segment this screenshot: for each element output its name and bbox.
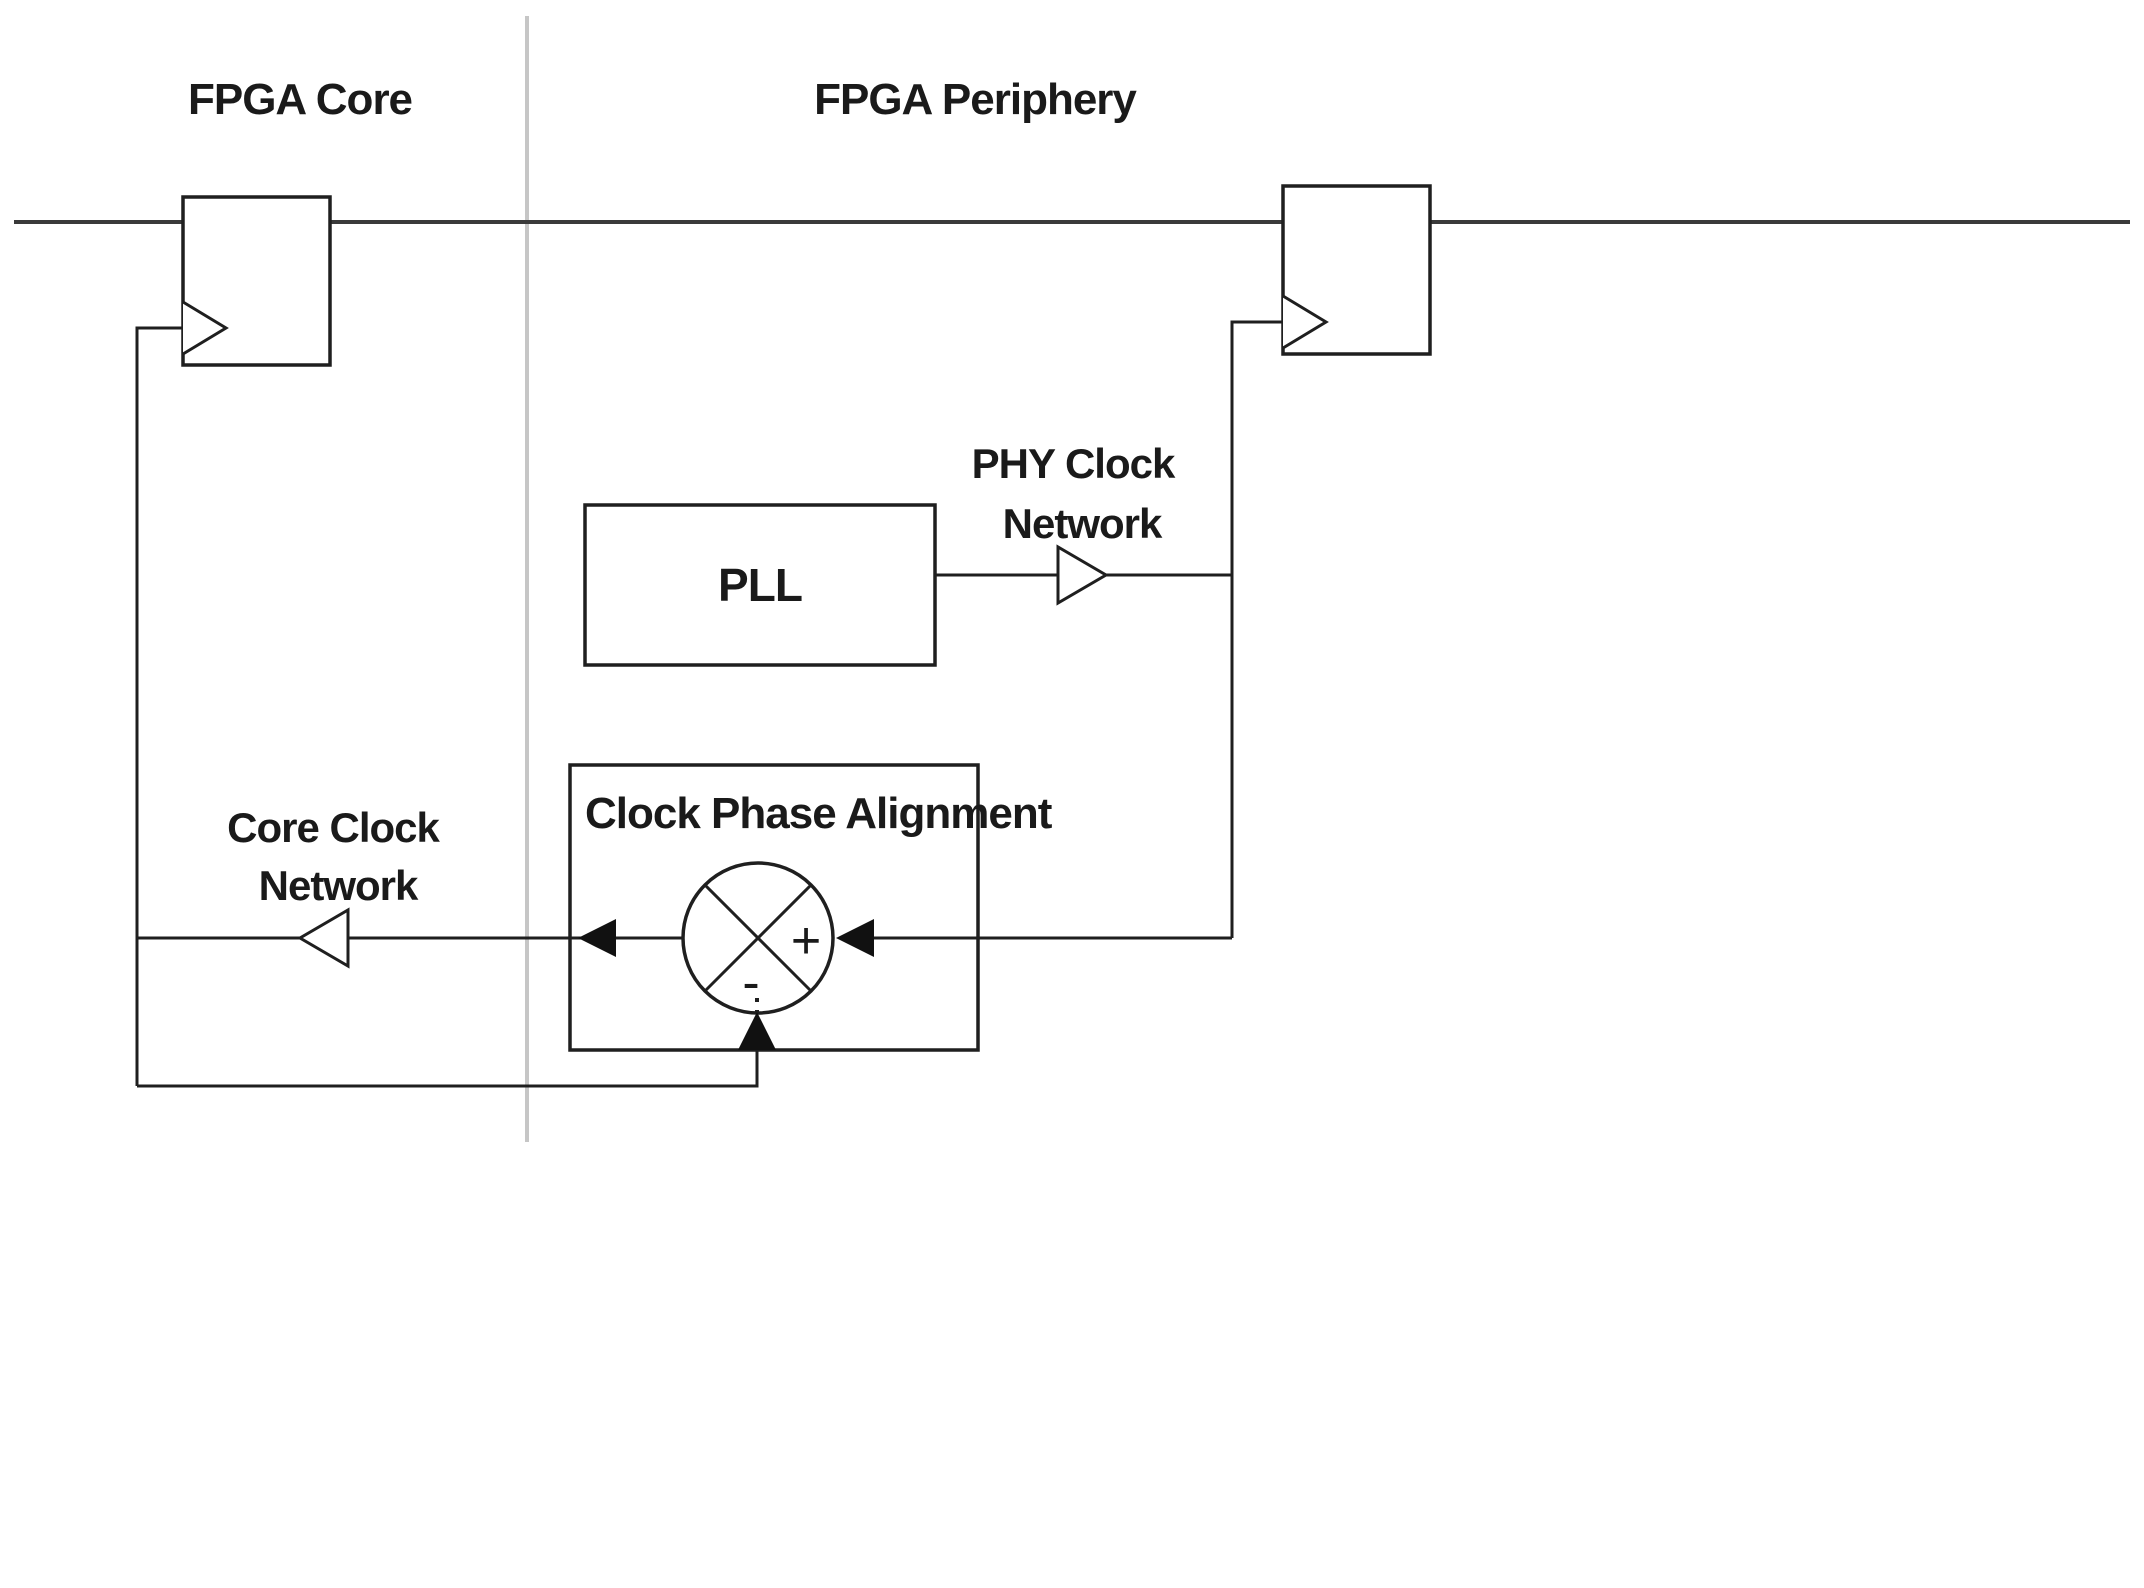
pll-label: PLL <box>718 559 802 611</box>
phy-clock-network-label-line1: PHY Clock <box>972 440 1176 487</box>
minus-feedback-wire <box>137 1044 759 1088</box>
minus-sign: - <box>742 954 759 1012</box>
periphery-register-clock-triangle-icon <box>1282 294 1329 350</box>
phy-clock-network-label-line2: Network <box>1003 500 1163 547</box>
pll-block <box>583 503 937 667</box>
fpga-core-label: FPGA Core <box>188 75 412 124</box>
core-clock-buffer-icon <box>297 907 350 969</box>
core-clock-network-label-line1: Core Clock <box>227 804 440 851</box>
core-clock-network-label-line2: Network <box>259 862 419 909</box>
minus-input-arrowhead-icon <box>738 1012 776 1050</box>
fpga-periphery-label: FPGA Periphery <box>814 75 1137 124</box>
clock-phase-alignment-label: Clock Phase Alignment <box>585 789 1053 838</box>
plus-input-arrowhead-icon <box>836 919 874 957</box>
core-register-box <box>181 195 332 367</box>
core-clock-vertical-wire <box>135 326 183 1086</box>
cpa-output-arrowhead-icon <box>578 919 616 957</box>
plus-sign: + <box>791 912 821 970</box>
phase-detector-x-line-2 <box>703 883 813 993</box>
phy-clock-buffer-icon <box>1056 544 1109 606</box>
core-register-clock-triangle-icon <box>182 300 229 356</box>
phy-clock-vertical-wire <box>1230 320 1283 938</box>
